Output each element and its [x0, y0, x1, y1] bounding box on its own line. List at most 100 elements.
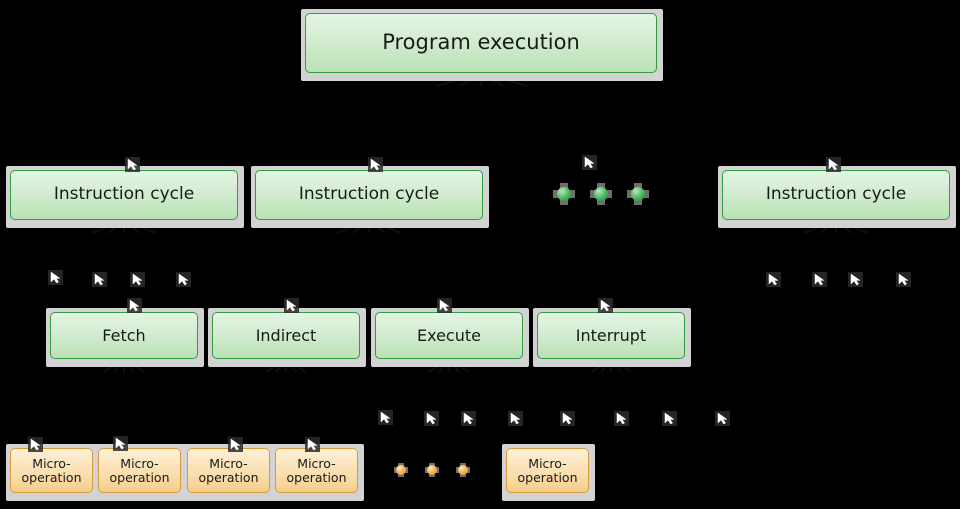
node-instruction-cycle[interactable]: Instruction cycle [718, 166, 956, 228]
cursor-marker-14 [284, 298, 299, 313]
ellipsis-dot [590, 183, 612, 205]
node-box[interactable]: Micro-operation [275, 448, 358, 493]
arrow-cursor-icon [424, 411, 439, 426]
node-box[interactable]: Fetch [50, 312, 198, 359]
cursor-marker-19 [461, 411, 476, 426]
node-label: Micro-operation [109, 455, 170, 485]
arrow-cursor-icon [130, 272, 145, 287]
node-label: Indirect [255, 325, 317, 345]
node-label: Program execution [382, 30, 580, 55]
ellipsis-dot [425, 463, 439, 477]
ellipsis-dot [627, 183, 649, 205]
cursor-marker-4 [826, 157, 841, 172]
node-interrupt[interactable]: Interrupt [533, 308, 691, 367]
arrow-cursor-icon [113, 436, 128, 451]
cursor-marker-28 [305, 437, 320, 452]
node-label: Instruction cycle [765, 184, 907, 205]
cursor-marker-25 [28, 437, 43, 452]
arrow-cursor-icon [48, 270, 63, 285]
node-box[interactable]: Micro-operation [506, 448, 589, 493]
cursor-marker-24 [715, 411, 730, 426]
node-box[interactable]: Execute [375, 312, 523, 359]
ellipsis-dot-circle-icon [427, 465, 437, 475]
cursor-marker-6 [92, 272, 107, 287]
arrow-cursor-icon [461, 411, 476, 426]
arrow-cursor-icon [28, 437, 43, 452]
node-micro-operation[interactable]: Micro-operation [94, 444, 187, 501]
arrow-cursor-icon [812, 272, 827, 287]
arrow-cursor-icon [614, 411, 629, 426]
cursor-marker-8 [176, 272, 191, 287]
ellipsis-dot-circle-icon [458, 465, 468, 475]
ellipsis-dot-circle-icon [396, 465, 406, 475]
arrow-cursor-icon [368, 157, 383, 172]
micro-operation-ellipsis [394, 463, 480, 487]
node-box[interactable]: Indirect [212, 312, 360, 359]
arrow-cursor-icon [508, 411, 523, 426]
ellipsis-dot [553, 183, 575, 205]
node-micro-operation[interactable]: Micro-operation [6, 444, 99, 501]
cursor-marker-11 [848, 272, 863, 287]
ellipsis-dot-circle-icon [557, 187, 571, 201]
node-instruction-cycle[interactable]: Instruction cycle [251, 166, 489, 228]
arrow-cursor-icon [284, 298, 299, 313]
node-execute[interactable]: Execute [371, 308, 529, 367]
node-label: Fetch [102, 325, 146, 345]
cursor-marker-3 [582, 155, 597, 170]
arrow-cursor-icon [125, 157, 140, 172]
cursor-marker-9 [766, 272, 781, 287]
cursor-marker-13 [127, 298, 142, 313]
node-instruction-cycle[interactable]: Instruction cycle [6, 166, 244, 228]
arrow-cursor-icon [848, 272, 863, 287]
node-micro-operation[interactable]: Micro-operation [183, 444, 276, 501]
node-label: Micro-operation [517, 455, 578, 485]
node-box[interactable]: Interrupt [537, 312, 685, 359]
cursor-marker-16 [598, 298, 613, 313]
node-label: Instruction cycle [298, 184, 440, 205]
arrow-cursor-icon [826, 157, 841, 172]
node-indirect[interactable]: Indirect [208, 308, 366, 367]
ellipsis-dot [394, 463, 408, 477]
cursor-marker-15 [437, 298, 452, 313]
cursor-marker-17 [378, 410, 393, 425]
node-label: Micro-operation [286, 455, 347, 485]
cursor-marker-5 [48, 270, 63, 285]
arrow-cursor-icon [766, 272, 781, 287]
arrow-cursor-icon [228, 437, 243, 452]
cursor-marker-2 [368, 157, 383, 172]
node-box[interactable]: Instruction cycle [255, 170, 483, 220]
arrow-cursor-icon [92, 272, 107, 287]
node-micro-operation[interactable]: Micro-operation [502, 444, 595, 501]
node-program-execution[interactable]: Program execution [301, 9, 663, 81]
instruction-cycle-ellipsis [553, 183, 651, 207]
cursor-marker-26 [113, 436, 128, 451]
node-label: Instruction cycle [53, 184, 195, 205]
cursor-marker-1 [125, 157, 140, 172]
arrow-cursor-icon [305, 437, 320, 452]
cursor-marker-10 [812, 272, 827, 287]
node-label: Execute [417, 325, 481, 345]
node-box[interactable]: Program execution [305, 13, 657, 73]
ellipsis-dot [456, 463, 470, 477]
arrow-cursor-icon [437, 298, 452, 313]
node-label: Interrupt [575, 325, 647, 345]
node-fetch[interactable]: Fetch [46, 308, 204, 367]
cursor-marker-22 [614, 411, 629, 426]
node-box[interactable]: Micro-operation [98, 448, 181, 493]
ellipsis-dot-circle-icon [631, 187, 645, 201]
cursor-marker-18 [424, 411, 439, 426]
node-box[interactable]: Micro-operation [10, 448, 93, 493]
node-micro-operation[interactable]: Micro-operation [271, 444, 364, 501]
cursor-marker-12 [896, 272, 911, 287]
node-box[interactable]: Instruction cycle [10, 170, 238, 220]
cursor-marker-21 [560, 411, 575, 426]
cursor-marker-7 [130, 272, 145, 287]
node-box[interactable]: Micro-operation [187, 448, 270, 493]
arrow-cursor-icon [378, 410, 393, 425]
arrow-cursor-icon [127, 298, 142, 313]
ellipsis-dot-circle-icon [594, 187, 608, 201]
node-box[interactable]: Instruction cycle [722, 170, 950, 220]
arrow-cursor-icon [896, 272, 911, 287]
cursor-marker-27 [228, 437, 243, 452]
